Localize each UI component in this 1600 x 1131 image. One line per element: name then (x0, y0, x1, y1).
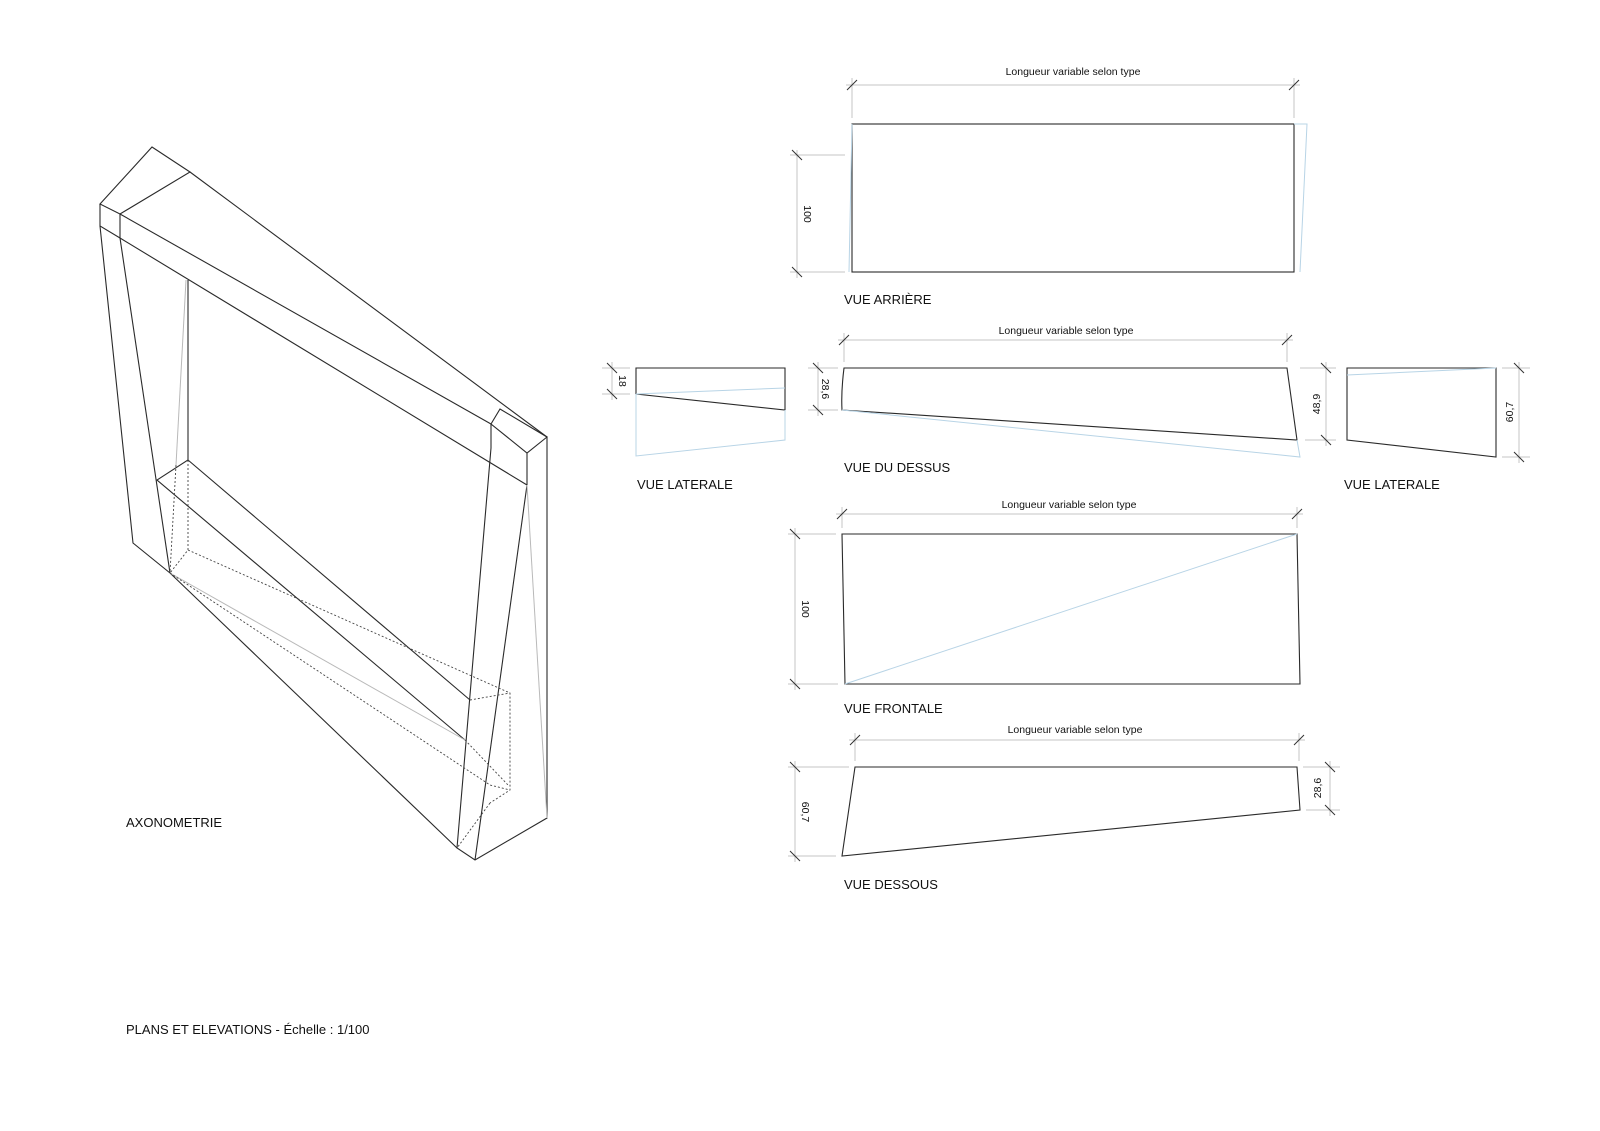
bottom-view: Longueur variable selon type 60,7 28,6 V… (788, 724, 1340, 892)
rear-height-dim: 100 (801, 205, 813, 223)
top-right-dim: 48,9 (1311, 394, 1323, 415)
top-left-dim: 28,6 (819, 379, 831, 400)
side-left-height-dim: 18 (616, 375, 628, 387)
side-view-right: 60,7 VUE LATERALE (1344, 362, 1530, 492)
bottom-right-dim: 28,6 (1312, 778, 1324, 799)
front-height-dim: 100 (799, 600, 811, 618)
top-view-label: VUE DU DESSUS (844, 460, 951, 475)
top-view: Longueur variable selon type 28,6 48,9 V… (808, 325, 1336, 475)
axonometry-label: AXONOMETRIE (126, 815, 222, 830)
axonometric-view: AXONOMETRIE (99, 146, 548, 861)
top-length-dim: Longueur variable selon type (999, 325, 1134, 337)
rear-view: Longueur variable selon type 100 VUE ARR… (790, 66, 1308, 307)
side-right-height-dim: 60,7 (1504, 402, 1516, 423)
sheet-title: PLANS ET ELEVATIONS - Échelle : 1/100 (126, 1022, 370, 1037)
side-right-label: VUE LATERALE (1344, 477, 1440, 492)
side-left-label: VUE LATERALE (637, 477, 733, 492)
rear-view-label: VUE ARRIÈRE (844, 292, 932, 307)
bottom-length-dim: Longueur variable selon type (1008, 724, 1143, 736)
side-view-left: 18 VUE LATERALE (602, 362, 786, 492)
rear-length-dim: Longueur variable selon type (1006, 66, 1141, 78)
bottom-view-label: VUE DESSOUS (844, 877, 938, 892)
front-view: Longueur variable selon type 100 VUE FRO… (788, 499, 1303, 716)
front-view-label: VUE FRONTALE (844, 701, 943, 716)
front-length-dim: Longueur variable selon type (1002, 499, 1137, 511)
bottom-left-dim: 60,7 (799, 802, 811, 823)
